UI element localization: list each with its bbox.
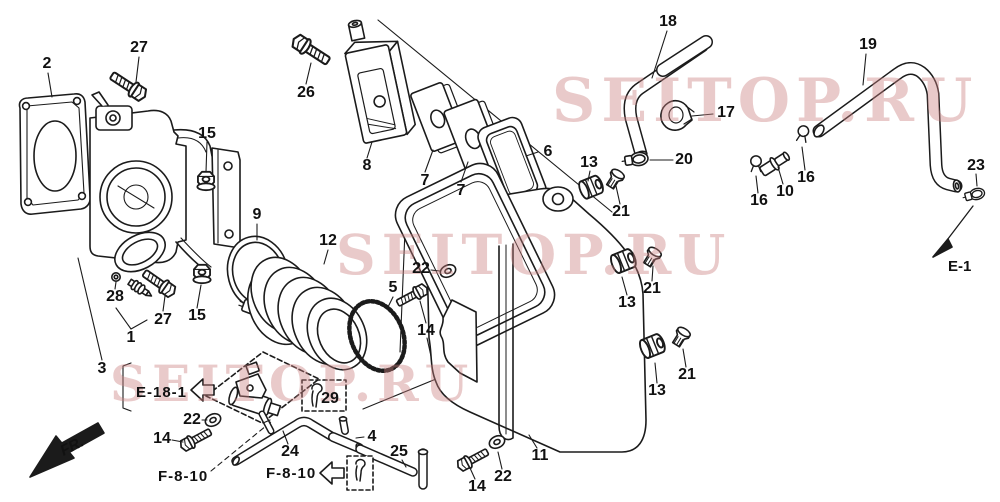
ref-e-18-1: E-18-1: [136, 384, 188, 401]
clip-29-drawing: [301, 379, 347, 412]
part-callout-5: 5: [388, 279, 398, 296]
ref-e-1: E-1: [948, 258, 972, 275]
part-callout-7: 7: [420, 172, 430, 189]
part-callout-10: 10: [776, 183, 794, 200]
part-callout-29: 29: [321, 390, 339, 407]
hose-18-drawing: [623, 35, 713, 161]
part-callout-9: 9: [252, 206, 262, 223]
e-1-arrow: [932, 205, 974, 258]
part-callout-13: 13: [580, 154, 598, 171]
air-chamber-11-drawing: [394, 162, 647, 453]
duct-12-drawing: [247, 256, 368, 371]
part-callout-14: 14: [417, 322, 435, 339]
throttle-body-drawing: [89, 91, 241, 273]
f-8-10-arrow: [319, 461, 345, 485]
part-callout-19: 19: [859, 36, 877, 53]
ref-f-8-10-left: F-8-10: [158, 468, 209, 485]
part-callout-20: 20: [675, 151, 693, 168]
part-callout-16: 16: [750, 192, 768, 209]
part-callout-17: 17: [717, 104, 735, 121]
part-callout-16: 16: [797, 169, 815, 186]
part-callout-14: 14: [153, 430, 171, 447]
fitting-10-drawing: [759, 151, 791, 177]
part-callout-1: 1: [126, 329, 136, 346]
part-callout-25: 25: [390, 443, 408, 460]
fr-arrow: [29, 422, 105, 478]
part-callout-27: 27: [130, 39, 148, 56]
part-callout-7: 7: [456, 182, 466, 199]
part-callout-23: 23: [967, 157, 985, 174]
part-callout-24: 24: [281, 443, 299, 460]
part-callout-15: 15: [198, 125, 216, 142]
part-callout-21: 21: [612, 203, 630, 220]
part-callout-28: 28: [106, 288, 124, 305]
hose-24-drawing: [231, 416, 336, 466]
part-callout-2: 2: [42, 55, 52, 72]
hose-19-drawing: [812, 62, 963, 193]
part-callout-27: 27: [154, 311, 172, 328]
oring-5-drawing: [347, 298, 407, 374]
e-18-1-arrow: [190, 378, 215, 402]
ref-arrows: [29, 205, 974, 485]
clip-box-drawing: [346, 455, 374, 491]
fasteners-left-drawing: [106, 30, 334, 301]
part-callout-26: 26: [297, 84, 315, 101]
ref-f-8-10-center: F-8-10: [266, 465, 317, 482]
part-callout-4: 4: [367, 428, 377, 445]
part-callout-14: 14: [468, 478, 486, 495]
part-callout-22: 22: [183, 411, 201, 428]
part-callout-18: 18: [659, 13, 677, 30]
clamp-23-drawing: [960, 186, 987, 204]
hose-25-drawing: [355, 444, 429, 490]
part-callout-3: 3: [97, 360, 107, 377]
resonator-8-drawing: [344, 19, 417, 144]
part-callout-12: 12: [319, 232, 337, 249]
part-callout-22: 22: [494, 468, 512, 485]
part-callout-21: 21: [678, 366, 696, 383]
part-callout-13: 13: [618, 294, 636, 311]
part-callout-11: 11: [531, 447, 549, 464]
clamp-17-drawing: [660, 99, 695, 131]
gasket-2-drawing: [18, 93, 91, 215]
part-callout-6: 6: [543, 143, 553, 160]
part-callout-13: 13: [648, 382, 666, 399]
clamp-20-drawing: [620, 150, 650, 169]
valve-assembly-drawing: [205, 351, 320, 435]
part-callout-15: 15: [188, 307, 206, 324]
part-callout-22: 22: [412, 260, 430, 277]
part-callout-8: 8: [362, 157, 372, 174]
leader-lines: [47, 30, 978, 480]
part-callout-21: 21: [643, 280, 661, 297]
